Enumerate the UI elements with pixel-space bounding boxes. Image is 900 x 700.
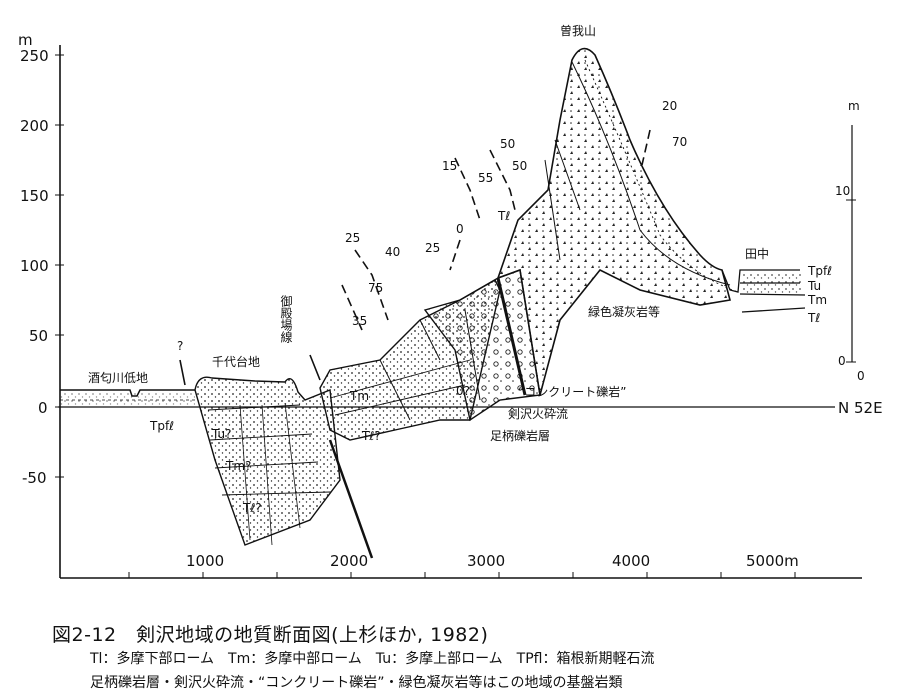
dip-label: 0	[456, 222, 464, 236]
dip-label: 50	[500, 137, 515, 151]
x-tick-3000: 3000	[467, 552, 505, 570]
y-tick-100: 100	[20, 257, 49, 275]
chiyo-terrace-block	[194, 376, 341, 546]
dip-label: 15	[442, 159, 457, 173]
unit-tm-right: Tm	[807, 293, 827, 307]
fault-lines	[179, 129, 651, 386]
fault-name-label: 御殿場線	[279, 294, 293, 343]
x-tick-2000: 2000	[330, 552, 368, 570]
dip-labels: ? 25 40 75 35 25 0 15 55 50 50 20 70	[177, 99, 687, 353]
mountain-label: 曽我山	[560, 23, 596, 38]
unit-labels: Tpfℓ Tu Tm Tℓ 緑色凝灰岩等 “コンクリート礫岩” 剣沢火砕流 足柄…	[149, 209, 832, 515]
right-tick-10: 10	[835, 184, 850, 198]
x-tick-1000: 1000	[186, 552, 224, 570]
y-tick-neg50: -50	[22, 469, 47, 487]
y-tick-200: 200	[20, 117, 49, 135]
unit-tm-q2: 0?	[456, 384, 470, 398]
unit-pyroclastic: 剣沢火砕流	[508, 406, 568, 421]
dip-label: 70	[672, 135, 687, 149]
right-tick-0: 0	[838, 354, 846, 368]
dip-label: 40	[385, 245, 400, 259]
unit-conglomerate: 足柄礫岩層	[490, 428, 550, 443]
dip-label: 50	[512, 159, 527, 173]
unit-concrete: “コンクリート礫岩”	[518, 384, 626, 399]
lowland-section	[60, 389, 195, 407]
unit-tl-right: Tℓ	[807, 311, 820, 325]
unit-tpfl-right: Tpfℓ	[807, 264, 832, 278]
unit-green-tuff: 緑色凝灰岩等	[588, 304, 660, 319]
unit-tl-q: Tℓ?	[242, 501, 262, 515]
legend-line-1: Tl：多摩下部ローム Tm：多摩中部ローム Tu：多摩上部ローム TPfl：箱根…	[90, 651, 655, 667]
mountain-section	[496, 47, 739, 396]
y-tick-250: 250	[20, 47, 49, 65]
terrace-label: 千代台地	[212, 354, 260, 369]
figure-caption: 図2-12 剣沢地域の地質断面図(上杉ほか, 1982)	[52, 624, 489, 646]
tanaka-section	[721, 269, 806, 313]
unit-tu-right: Tu	[807, 279, 821, 293]
unit-tl-top: Tℓ	[497, 209, 510, 223]
dip-label: 55	[478, 171, 493, 185]
dip-label: 20	[662, 99, 677, 113]
direction-label: N 52E	[838, 399, 883, 417]
unit-tl-mid: Tℓ?	[361, 429, 381, 443]
unit-tpfl-left: Tpfℓ	[149, 419, 174, 433]
right-zero: 0	[857, 369, 865, 383]
unit-tm-q: Tm?	[225, 459, 251, 473]
dip-label: 75	[368, 281, 383, 295]
village-label: 田中	[745, 246, 769, 261]
dip-label: ?	[177, 339, 183, 353]
y-tick-50: 50	[29, 327, 48, 345]
y-unit: m	[18, 31, 33, 49]
y-axis-labels: m 250 200 150 100 50 0 -50	[18, 31, 49, 487]
lowland-label: 酒匂川低地	[88, 371, 148, 385]
unit-tu-q: Tu?	[211, 427, 231, 441]
unit-tm-mid: Tm	[349, 389, 369, 403]
dip-label: 35	[352, 314, 367, 328]
dip-label: 25	[345, 231, 360, 245]
right-unit: m	[848, 99, 860, 113]
right-scale-labels: m 10 0 0	[835, 99, 865, 383]
place-labels: 曽我山 酒匂川低地 千代台地 田中 御殿場線	[88, 23, 769, 385]
x-tick-4000: 4000	[612, 552, 650, 570]
y-tick-0: 0	[38, 399, 48, 417]
legend-line-2: 足柄礫岩層・剣沢火砕流・“コンクリート礫岩”・緑色凝灰岩等はこの地域の基盤岩類	[90, 675, 623, 691]
x-axis-labels: 1000 2000 3000 4000 5000m	[186, 552, 799, 570]
dip-label: 25	[425, 241, 440, 255]
x-tick-5000: 5000m	[746, 552, 799, 570]
y-tick-150: 150	[20, 187, 49, 205]
